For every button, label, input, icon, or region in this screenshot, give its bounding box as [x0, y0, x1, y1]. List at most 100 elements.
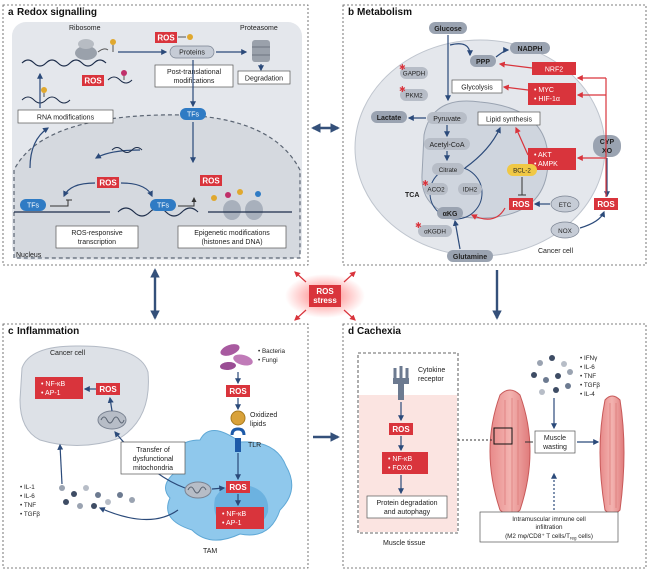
ros-responsive-box — [55, 225, 139, 249]
ros-badge-cell — [594, 198, 618, 210]
tfs-pill-top — [180, 108, 206, 120]
mrna-modified-icon — [107, 76, 133, 84]
oxidized-label-1: Oxidized — [250, 412, 277, 419]
nadph-pill — [510, 42, 550, 54]
proteins-label: Proteins — [179, 50, 205, 57]
aco2-pill — [424, 183, 448, 195]
ros-responsive-label-2: transcription — [78, 239, 116, 246]
pkm2-pill — [400, 89, 428, 101]
panel-d-letter: d — [348, 326, 354, 337]
ap1-c-label: • AP-1 — [41, 390, 61, 397]
nfkb-d-label: • NF-κB — [388, 456, 413, 463]
cytokine-dots-d-icon — [531, 355, 573, 395]
ptm-box — [154, 64, 234, 88]
bacteria-fungi-icon — [220, 344, 253, 371]
etc-pill — [550, 195, 580, 213]
panel-d-title: Cachexia — [357, 326, 401, 337]
tam-label: TAM — [203, 548, 217, 555]
myc-hif-box — [528, 83, 576, 105]
ros-badge-proteins — [155, 32, 177, 43]
star-akgdh-icon: ✱ — [415, 221, 422, 230]
immune-label-2: infiltration — [536, 524, 563, 531]
star-gapdh-icon: ✱ — [399, 63, 406, 72]
transfer-label-1: Transfer of — [136, 447, 170, 454]
tfs-right-label: TFs — [157, 203, 170, 210]
xo-label: XO — [602, 148, 613, 155]
tca-label: TCA — [405, 192, 419, 199]
epigenetic-label-2: (histones and DNA) — [201, 239, 262, 246]
epigenetic-label-1: Epigenetic modifications — [194, 230, 270, 237]
pyruvate-pill — [427, 112, 467, 124]
nox-label: NOX — [558, 228, 572, 235]
acetyl-coa-label: Acetyl-CoA — [429, 142, 464, 149]
glucose-pill — [429, 22, 467, 34]
ros-stress-label-2: stress — [313, 296, 337, 305]
akg-label: αKG — [443, 211, 458, 218]
idh2-label: IDH2 — [463, 187, 478, 194]
ribosome-label: Ribosome — [69, 25, 101, 32]
star-pkm2-icon: ✱ — [399, 85, 406, 94]
lactate-pill — [371, 111, 407, 123]
ros-badge-pathogen-label: ROS — [229, 387, 247, 396]
lipid-synthesis-box — [477, 111, 541, 126]
bacteria-label: • Bacteria — [258, 348, 286, 355]
ros-badge-tam — [226, 481, 250, 493]
cytokine-dots-c-icon — [59, 485, 135, 509]
mito-cancer-c-icon — [97, 410, 127, 430]
tfs-top-label: TFs — [187, 112, 200, 119]
ampk-label: • AMPK — [534, 161, 558, 168]
cytokine-c-3: • TGFβ — [20, 511, 40, 518]
oxidized-label-2: lipids — [250, 421, 266, 428]
lactate-label: Lactate — [377, 115, 402, 122]
nrf2-box — [532, 62, 576, 75]
myc-label: • MYC — [534, 87, 554, 94]
muscle-wasted-icon — [599, 395, 625, 515]
panel-b-letter: b — [348, 7, 354, 18]
ptm-label-2: modifications — [174, 78, 215, 85]
ribosome-icon — [75, 39, 97, 60]
star-aco2-icon: ✱ — [422, 179, 429, 188]
citrate-pill — [432, 163, 464, 175]
akgdh-pill — [418, 225, 452, 237]
degradation-box — [237, 70, 291, 85]
panel-d: d Cachexia Cytokine receptor ROS • NF-κB… — [342, 323, 647, 569]
immune-label-3-main: (M2 mφ/CD8⁺ T cells/T — [505, 533, 570, 540]
protein-degradation-label-2: and autophagy — [384, 509, 431, 516]
mrna-icon — [21, 59, 107, 67]
aco2-label: ACO2 — [427, 187, 445, 194]
cytokine-receptor-label-2: receptor — [418, 376, 444, 383]
panel-c-letter: c — [8, 326, 14, 337]
nox-pill — [550, 221, 580, 239]
cytokine-d-2: • TNF — [580, 373, 596, 380]
cytokine-c-0: • IL-1 — [20, 484, 35, 491]
muscle-wasting-label-1: Muscle — [544, 435, 566, 442]
panel-a-letter: a — [8, 7, 14, 18]
gapdh-pill — [400, 67, 428, 79]
panel-c-title: Inflammation — [17, 326, 79, 337]
bcl2-label: BCL-2 — [513, 168, 531, 175]
transfer-label-3: mitochondria — [133, 465, 173, 472]
immune-label-3-sub: reg — [570, 536, 577, 541]
panel-b: b Metabolism Glucose NADPH PPP NRF2 GAPD… — [342, 4, 647, 266]
ros-badge-pathogen — [226, 385, 250, 397]
cytokine-d-1: • IL-6 — [580, 364, 595, 371]
glycolysis-box — [451, 79, 503, 94]
cancer-cell-c-label: Cancer cell — [50, 350, 85, 357]
ros-badge-rna-label: ROS — [84, 77, 102, 86]
cytokine-c-1: • IL-6 — [20, 493, 35, 500]
nucleus-label: Nucleus — [16, 252, 42, 259]
protein-degradation-box — [366, 495, 448, 519]
muscle-wasting-box — [534, 430, 576, 454]
bcl2-pill — [507, 164, 537, 176]
akt-label: • AKT — [534, 152, 552, 159]
proteasome-icon — [252, 40, 270, 62]
ppp-label: PPP — [476, 59, 490, 66]
epigenetic-box — [177, 225, 287, 249]
muscle-healthy-icon — [489, 389, 531, 516]
etc-label: ETC — [559, 202, 572, 209]
panel-a: a Redox signalling Ribosome ROS RNA modi… — [2, 4, 309, 266]
cyp-xo-pill — [593, 135, 621, 157]
ros-responsive-label-1: ROS-responsive — [71, 230, 122, 237]
rna-modifications-label: RNA modifications — [37, 115, 95, 122]
immune-label-3-tail: cells) — [576, 533, 592, 540]
